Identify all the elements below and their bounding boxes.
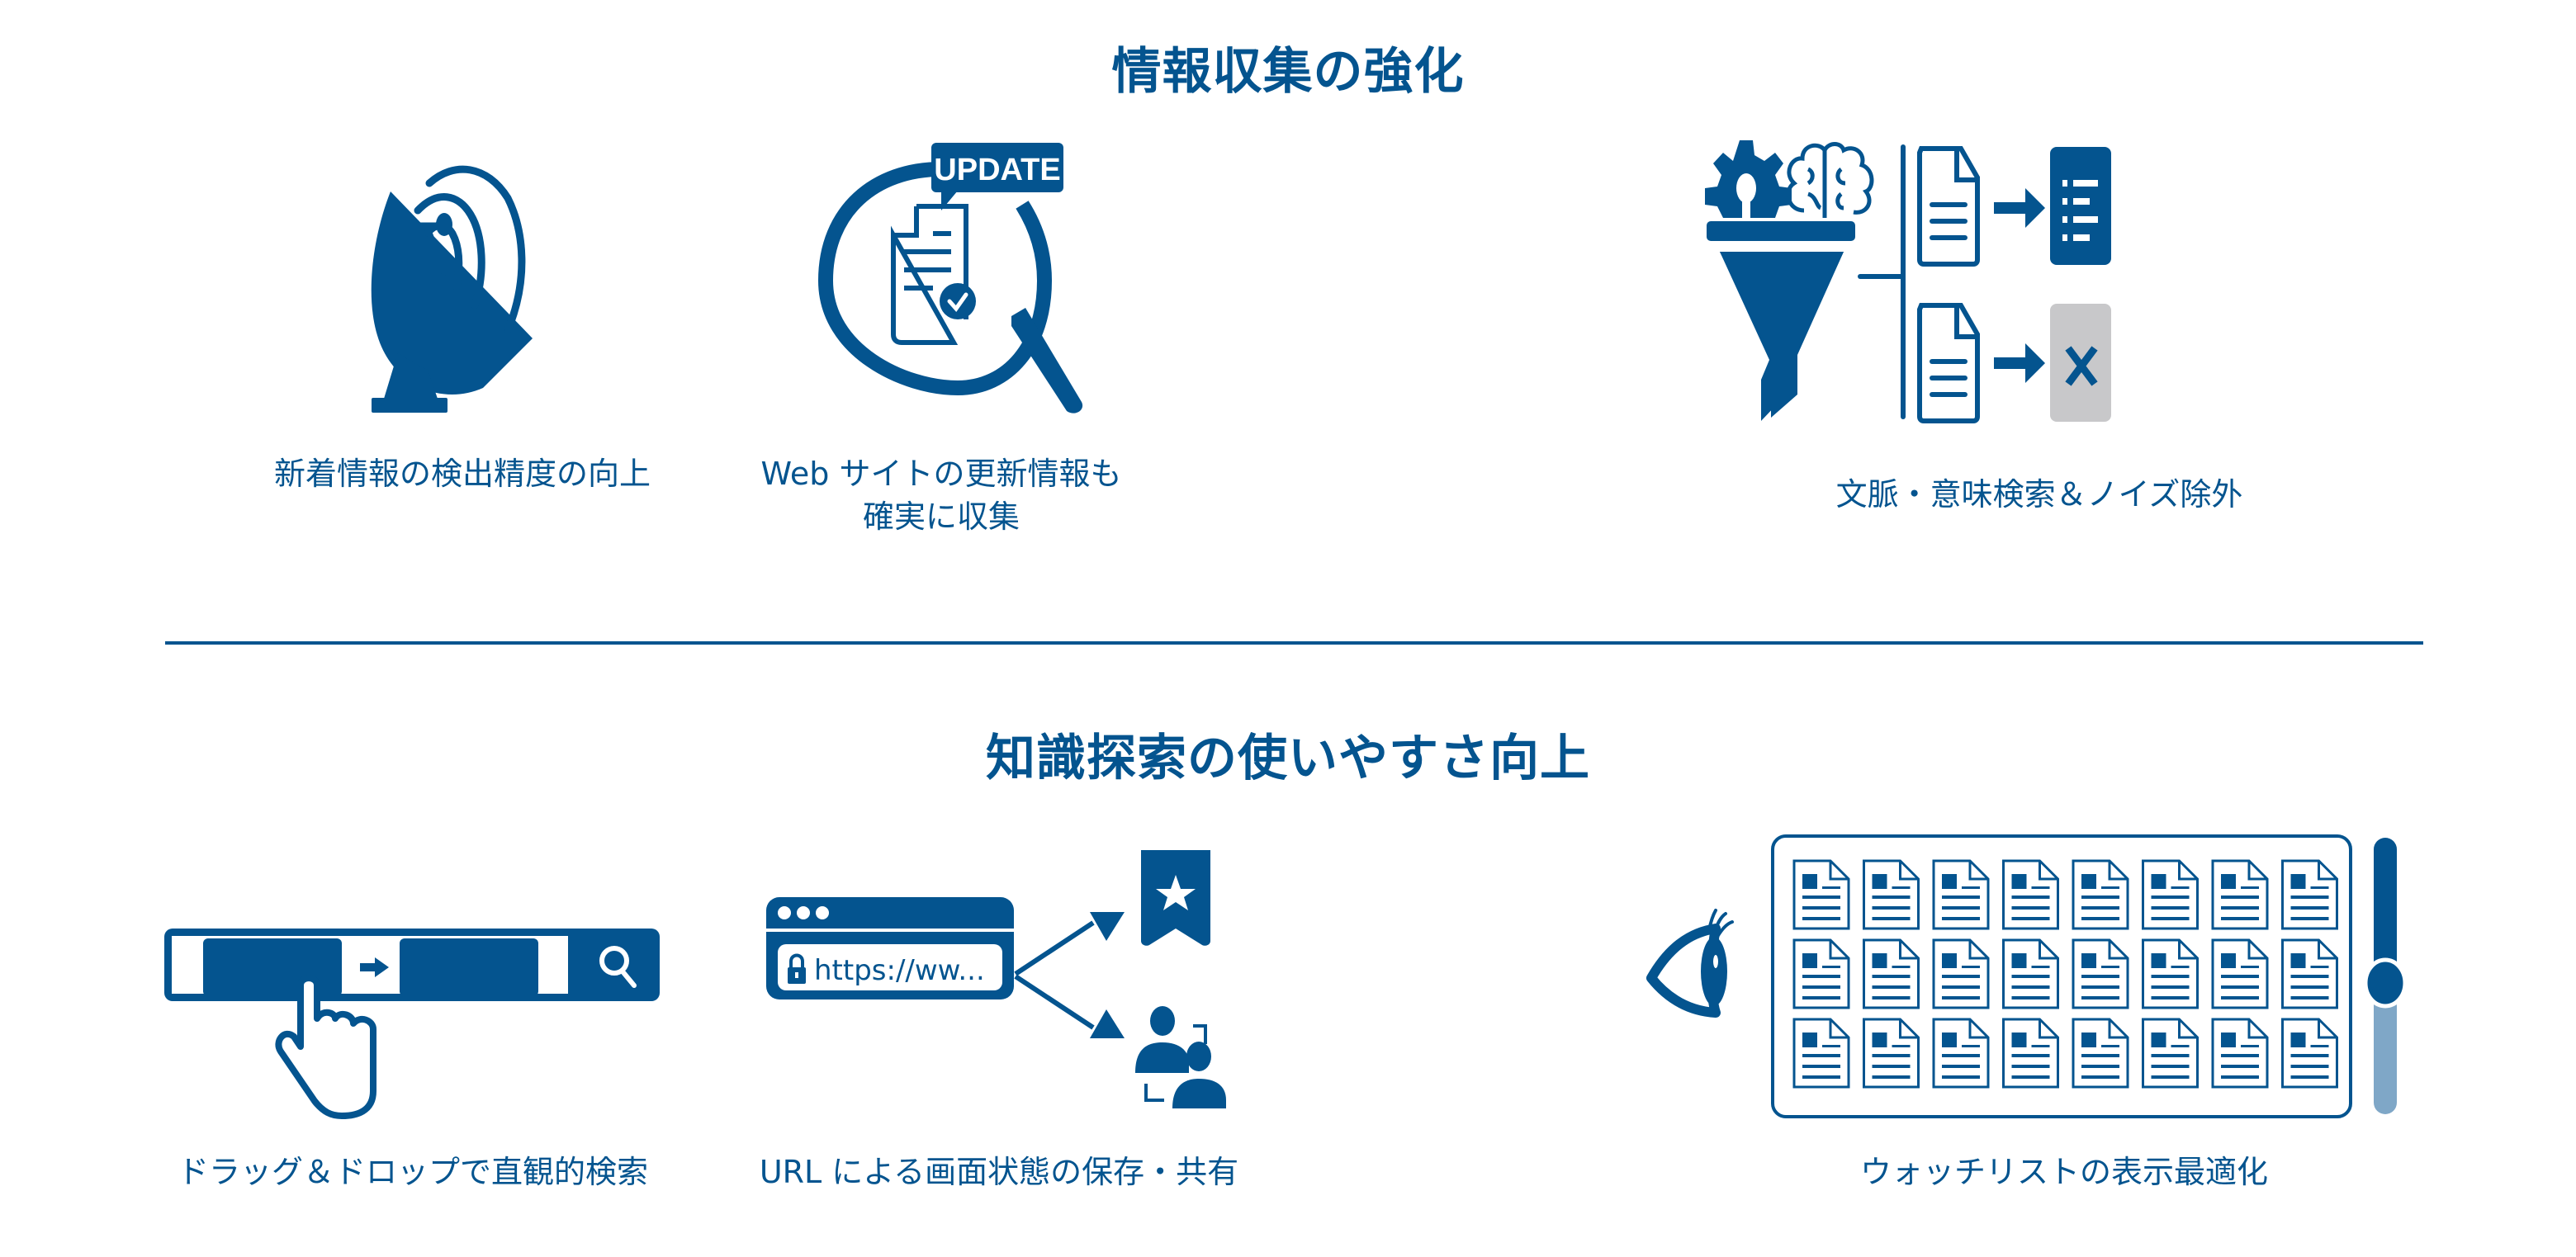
document-thumbnail-icon <box>2142 859 2199 930</box>
document-thumbnail-icon <box>1932 938 1990 1009</box>
caption-url-save-share: URL による画面状態の保存・共有 <box>759 1154 1239 1190</box>
caption-website-updates-line1: Web サイトの更新情報も <box>760 456 1122 492</box>
section-divider <box>165 641 2423 645</box>
document-thumbnail-icon <box>1932 859 1990 930</box>
caption-detection-accuracy: 新着情報の検出精度の向上 <box>273 456 651 492</box>
document-thumbnail-icon <box>2002 859 2059 930</box>
url-share-bookmark-icon: https://ww... <box>766 850 1226 1108</box>
document-thumbnail-icon <box>1863 938 1920 1009</box>
svg-text:https://ww...: https://ww... <box>814 954 985 987</box>
eye-icon <box>1646 909 1734 1018</box>
document-thumbnail-icon <box>2281 938 2338 1009</box>
brain-icon <box>1786 142 1874 218</box>
document-thumbnail-icon <box>2211 938 2269 1009</box>
caption-drag-drop-search: ドラッグ＆ドロップで直観的検索 <box>177 1154 648 1190</box>
ai-filter-funnel-icon <box>1705 140 2111 423</box>
drag-drop-search-bar-icon <box>164 929 660 1119</box>
watchlist-grid-slider-icon <box>1646 834 2408 1118</box>
section-title-knowledge-exploration: 知識探索の使いやすさ向上 <box>986 730 1590 787</box>
document-thumbnail-icon <box>2211 859 2269 930</box>
document-thumbnail-icon <box>2072 938 2129 1009</box>
list-result-icon <box>2050 147 2111 265</box>
document-thumbnail-icon <box>2281 859 2338 930</box>
document-thumbnail-icon <box>1863 859 1920 930</box>
lock-icon <box>788 953 806 984</box>
document-thumbnail-icon <box>2072 859 2129 930</box>
document-thumbnail-icon <box>2281 1018 2338 1089</box>
document-thumbnail-icon <box>2072 1018 2129 1089</box>
bookmark-star-icon <box>1141 850 1210 946</box>
caption-watchlist-optimize: ウォッチリストの表示最適化 <box>1859 1154 2268 1190</box>
slider-thumb <box>2363 957 2408 1009</box>
caption-semantic-search-noise: 文脈・意味検索＆ノイズ除外 <box>1835 476 2243 513</box>
zoom-slider[interactable] <box>2363 838 2408 1114</box>
update-badge: UPDATE <box>931 143 1063 210</box>
caption-website-updates-line2: 確実に収集 <box>862 499 1020 535</box>
gear-icon <box>1705 140 1792 218</box>
reject-x-icon <box>2050 304 2111 422</box>
document-thumbnail-icon <box>1792 1018 1850 1089</box>
magnifier-update-document-icon: UPDATE <box>817 143 1083 413</box>
document-thumbnail-icon <box>1792 859 1850 930</box>
section-title-info-gathering: 情報収集の強化 <box>1111 43 1465 101</box>
svg-text:UPDATE: UPDATE <box>934 153 1060 187</box>
document-thumbnail-icon <box>2142 938 2199 1009</box>
document-thumbnail-icon <box>1863 1018 1920 1089</box>
document-icon-accepted <box>1917 146 1980 267</box>
document-thumbnail-icon <box>2002 938 2059 1009</box>
browser-window-icon: https://ww... <box>766 897 1014 999</box>
hand-pointer-icon <box>275 975 376 1119</box>
satellite-dish-icon <box>371 165 533 413</box>
document-thumbnail-icon <box>2142 1018 2199 1089</box>
document-thumbnail-icon <box>2211 1018 2269 1089</box>
document-icon-rejected <box>1917 303 1980 423</box>
search-icon <box>599 946 637 988</box>
document-thumbnail-icon <box>1792 938 1850 1009</box>
shared-users-icon <box>1135 1006 1226 1108</box>
document-thumbnail-icon <box>1932 1018 1990 1089</box>
document-thumbnail-icon <box>2002 1018 2059 1089</box>
watchlist-document-grid <box>1792 859 2338 1089</box>
